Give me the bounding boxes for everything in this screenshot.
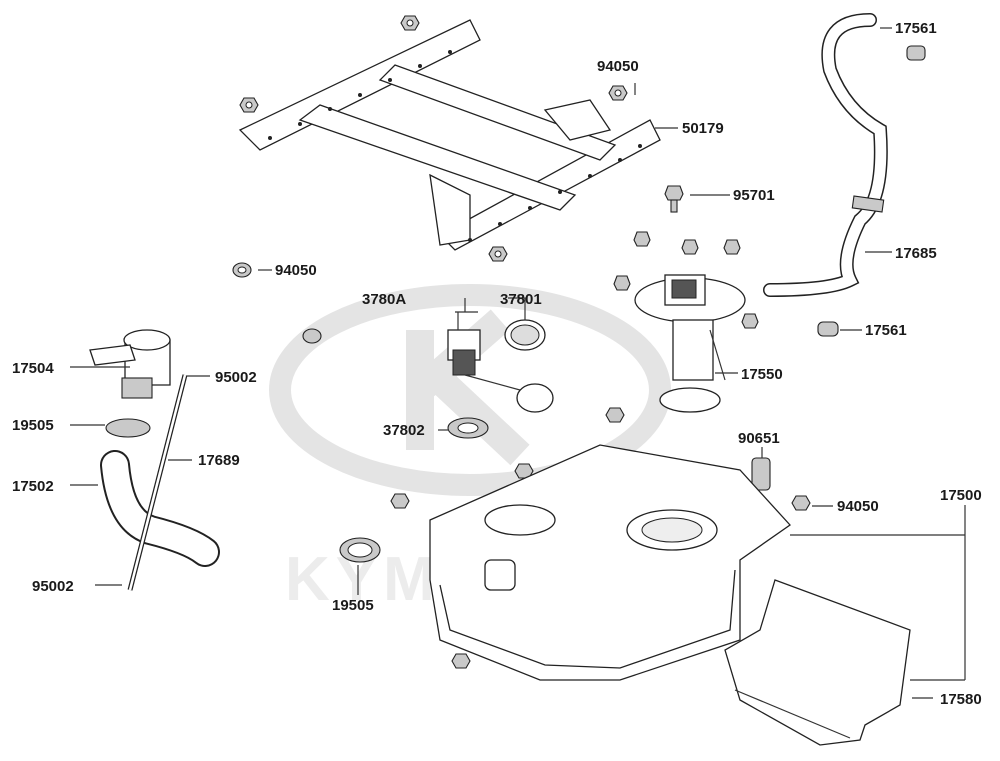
nut-icon [791,495,811,511]
label-17689: 17689 [198,452,240,469]
nut-icon [488,246,508,262]
bolt-icon [613,275,631,291]
fuel-pump-part [634,274,746,413]
gasket-37801-part [504,319,546,351]
nut-icon [451,653,471,669]
label-17561-right: 17561 [865,322,907,339]
bolt-icon [681,239,699,255]
bolt-icon [633,231,651,247]
clamp-19505-bottom-part [339,537,381,563]
vent-tube-17689-part [127,374,188,591]
label-19505-left: 19505 [12,417,54,434]
clamp-icon [817,321,839,337]
grommet-icon [302,328,322,344]
label-17502: 17502 [12,478,54,495]
label-17504: 17504 [12,360,54,377]
ring-37802-part [447,417,489,439]
label-94050-right: 94050 [837,498,879,515]
bolt-icon [664,185,684,213]
label-90651: 90651 [738,430,780,447]
label-17685: 17685 [895,245,937,262]
grommet-icon [232,262,252,278]
label-94050-top: 94050 [597,58,639,75]
nut-icon [400,15,420,31]
fuel-hose-part [763,13,888,297]
label-50179: 50179 [682,120,724,137]
bolt-icon [723,239,741,255]
label-3780a: 3780A [362,291,406,308]
label-17500: 17500 [940,487,982,504]
label-17561-top: 17561 [895,20,937,37]
clip-90651-part [751,457,771,491]
fuel-sender-part [447,329,554,413]
label-17580: 17580 [940,691,982,708]
nut-icon [390,493,410,509]
clamp-19505-left-part [105,418,151,438]
label-94050-left: 94050 [275,262,317,279]
label-95002-top: 95002 [215,369,257,386]
label-37801: 37801 [500,291,542,308]
label-95002-bottom: 95002 [32,578,74,595]
nut-icon [605,407,625,423]
fuel-tank-part [429,444,791,681]
filler-hose-17502-part [100,450,220,567]
leader-lines [70,27,966,699]
subframe-part [238,19,661,251]
nut-icon [608,85,628,101]
heat-shield-part [724,579,911,746]
bolt-icon [741,313,759,329]
clamp-icon [906,45,926,61]
label-19505-bottom: 19505 [332,597,374,614]
label-17550: 17550 [741,366,783,383]
part-number-labels: 17561 94050 50179 95701 17685 94050 3780… [12,20,982,708]
label-37802: 37802 [383,422,425,439]
filler-neck-part [89,329,171,399]
nut-icon [239,97,259,113]
label-95701: 95701 [733,187,775,204]
